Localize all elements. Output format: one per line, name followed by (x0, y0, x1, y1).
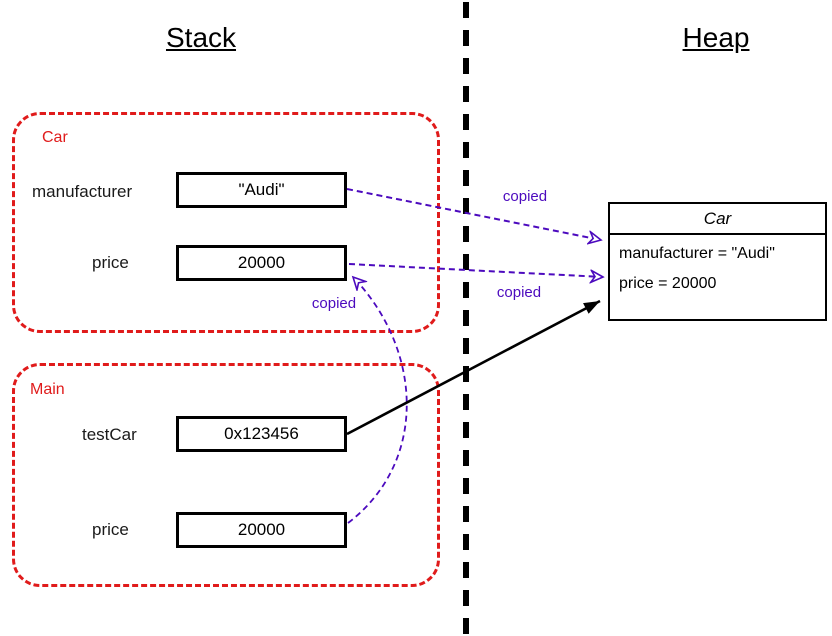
manufacturer-value-box: "Audi" (176, 172, 347, 208)
testcar-value: 0x123456 (224, 424, 299, 443)
car-price-label: price (92, 253, 129, 272)
copied-label-price: copied (496, 284, 542, 301)
heap-object-title: Car (610, 204, 825, 235)
car-price-value-box: 20000 (176, 245, 347, 281)
heap-car-object: Car manufacturer = "Audi" price = 20000 (608, 202, 827, 321)
heap-title: Heap (682, 22, 750, 53)
main-price-value-box: 20000 (176, 512, 347, 548)
main-price-value: 20000 (237, 520, 286, 539)
heap-manufacturer-line: manufacturer = "Audi" (619, 245, 775, 262)
stack-title: Stack (165, 22, 237, 53)
car-stack-frame (12, 112, 440, 333)
manufacturer-value: "Audi" (238, 180, 285, 199)
heap-price-line: price = 20000 (619, 275, 717, 292)
testcar-value-box: 0x123456 (176, 416, 347, 452)
heap-object-body: manufacturer = "Audi" price = 20000 (610, 235, 825, 299)
car-frame-label: Car (42, 129, 68, 146)
main-frame-label: Main (30, 381, 65, 398)
testcar-label: testCar (82, 425, 137, 444)
main-stack-frame (12, 363, 440, 587)
copied-label-stack-price: copied (311, 295, 357, 312)
car-price-value: 20000 (237, 253, 286, 272)
main-price-label: price (92, 520, 129, 539)
manufacturer-label: manufacturer (32, 182, 133, 201)
copied-label-manufacturer: copied (502, 188, 548, 205)
